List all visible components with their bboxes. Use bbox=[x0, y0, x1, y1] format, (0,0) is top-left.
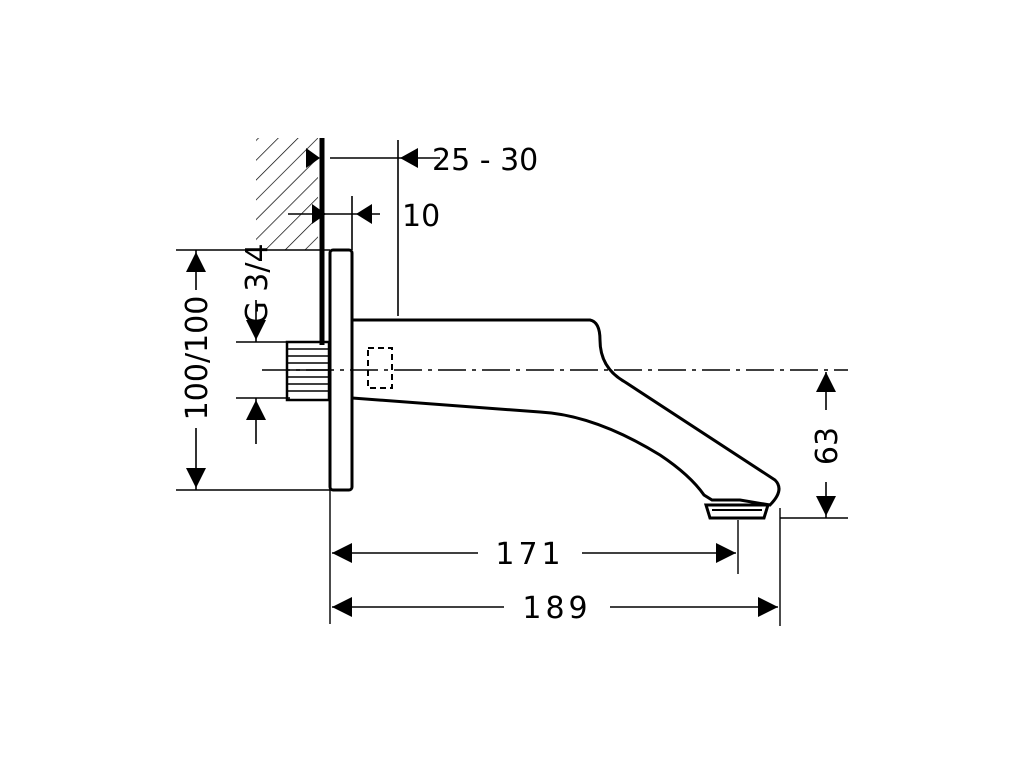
dimension-overall-length: 189 bbox=[332, 508, 781, 626]
dimension-plate-size-label: 100/100 bbox=[180, 296, 215, 421]
threaded-connector bbox=[285, 340, 331, 402]
dimension-outlet-height-label: 63 bbox=[810, 427, 845, 465]
aerator bbox=[703, 503, 771, 520]
hidden-fixing-screw bbox=[367, 347, 393, 389]
arrow-left-icon bbox=[356, 204, 372, 224]
dimension-outlet-reach: 171 bbox=[329, 490, 739, 624]
arrow-right-icon bbox=[716, 543, 736, 563]
arrow-up-icon bbox=[246, 400, 266, 420]
arrow-right-icon bbox=[758, 597, 778, 617]
dimension-plate-size: 100/100 bbox=[176, 249, 330, 491]
arrow-down-icon bbox=[816, 496, 836, 516]
arrow-down-icon bbox=[246, 320, 266, 340]
spout bbox=[350, 318, 781, 520]
arrow-up-icon bbox=[186, 252, 206, 272]
dimension-wall-range-label: 25 - 30 bbox=[432, 143, 538, 178]
arrow-up-icon bbox=[816, 372, 836, 392]
dimension-thread-label: G 3/4 bbox=[240, 243, 275, 324]
dimension-outlet-height: 63 bbox=[780, 372, 848, 519]
spout-outline bbox=[350, 318, 781, 507]
arrow-left-icon bbox=[332, 543, 352, 563]
arrow-down-icon bbox=[186, 468, 206, 488]
arrow-left-icon bbox=[332, 597, 352, 617]
connector-body bbox=[285, 340, 331, 402]
arrow-right-icon bbox=[312, 204, 326, 224]
dimension-thread: G 3/4 bbox=[236, 243, 290, 444]
dimension-plate-thickness: 10 bbox=[288, 196, 440, 250]
arrow-right-icon bbox=[306, 148, 320, 168]
dimension-plate-thickness-label: 10 bbox=[402, 199, 440, 234]
dimension-outlet-reach-label: 171 bbox=[495, 537, 564, 572]
arrow-left-icon bbox=[400, 148, 418, 168]
dimension-wall-range: 25 - 30 bbox=[306, 140, 538, 316]
dimension-overall-length-label: 189 bbox=[522, 591, 591, 626]
